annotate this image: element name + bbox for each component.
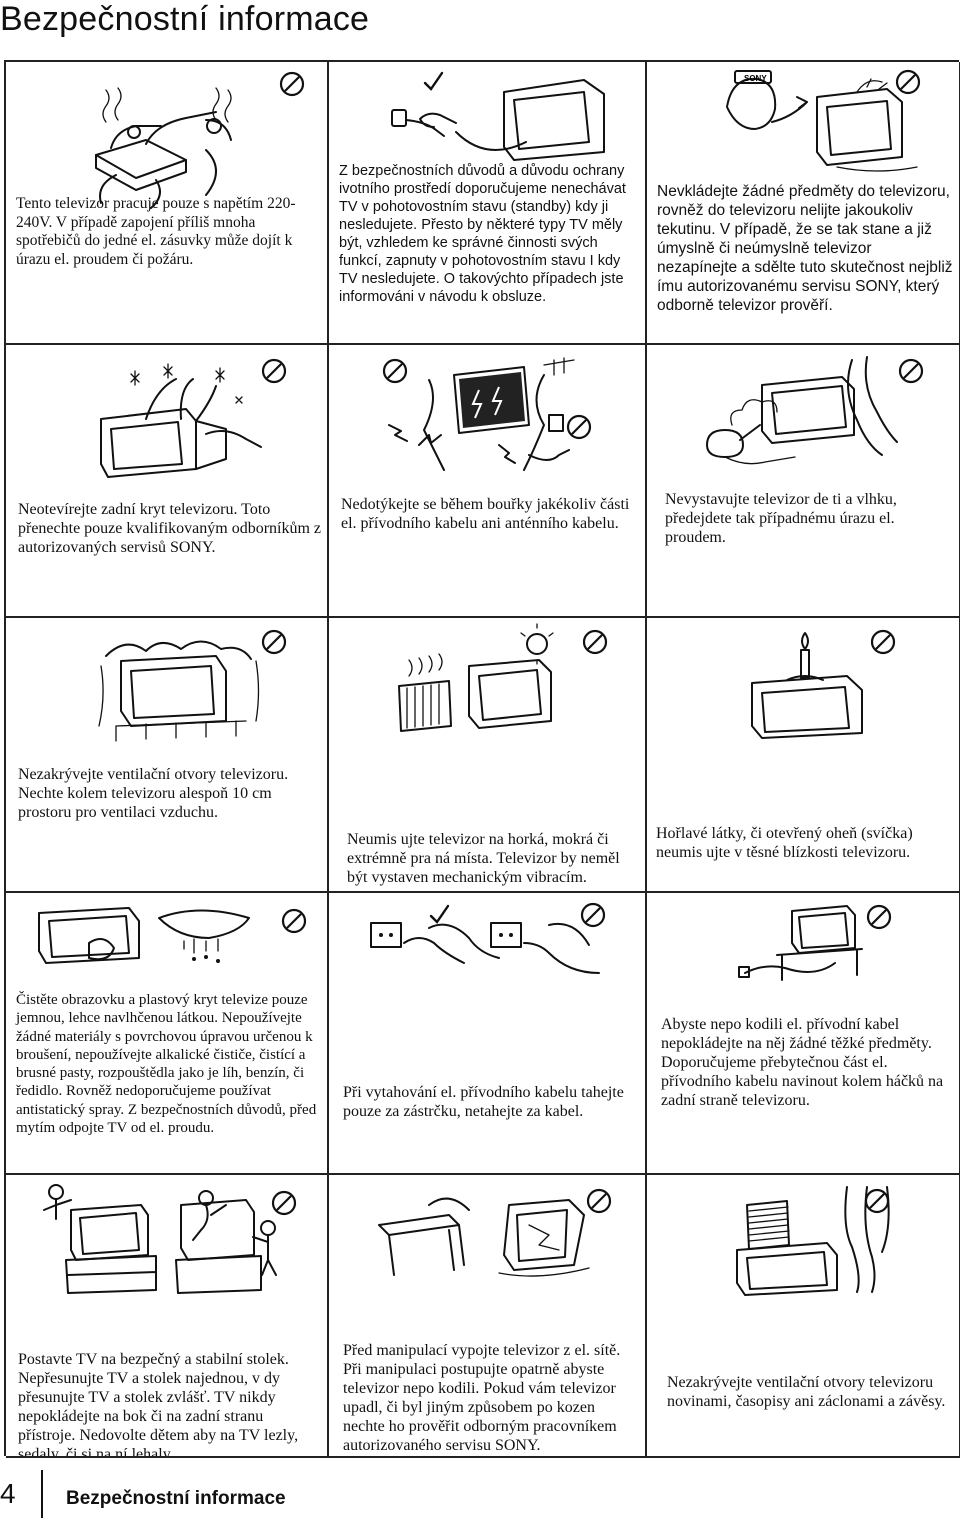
safety-grid: Tento televizor pracuje pouze s napětím … <box>4 60 960 1458</box>
cell-back-cover: Neotevírejte zadní kryt televizoru. Toto… <box>6 345 329 618</box>
cell-power-overload: Tento televizor pracuje pouze s napětím … <box>6 62 329 345</box>
page-number: 4 <box>0 1478 16 1509</box>
warning-power-overload-text: Tento televizor pracuje pouze s napětím … <box>16 195 296 268</box>
warning-unplug-text: Při vytahování el. přívodního kabelu tah… <box>343 1084 624 1120</box>
cell-handling: Před manipulací vypojte televizor z el. … <box>329 1175 647 1458</box>
page-title: Bezpečnostní informace <box>0 0 370 38</box>
warning-handling-text: Před manipulací vypojte televizor z el. … <box>343 1342 621 1454</box>
check-icon <box>429 904 450 924</box>
prohibited-icon <box>580 902 606 928</box>
warning-liquids-text: Nevkládejte žádné předměty do televizoru… <box>657 183 953 314</box>
tv-plug-illustration <box>391 79 605 161</box>
cell-liquids: SONY Nevkládejte žádné předměty do telev… <box>647 62 960 345</box>
heater-sun-illustration <box>398 623 554 732</box>
footer-divider <box>41 1470 43 1518</box>
cell-ventilation: Nezakrývejte ventilační otvory televizor… <box>6 618 329 893</box>
prohibited-icon <box>261 358 287 384</box>
prohibited-icon <box>870 629 896 655</box>
warning-back-cover-text: Neotevírejte zadní kryt televizoru. Toto… <box>18 501 322 556</box>
prohibited-icon <box>582 629 608 655</box>
falling-tv-illustration <box>378 1197 590 1277</box>
warning-storm-text: Nedotýkejte se během bouřky jakékoliv čá… <box>341 496 630 532</box>
footer-section-title: Bezpečnostní informace <box>66 1488 286 1509</box>
liquid-spill-illustration: SONY <box>726 70 918 172</box>
prohibited-icon <box>566 414 592 440</box>
prohibited-icon <box>898 358 924 384</box>
warning-standby-text: Z bezpečnostních důvodů a důvodu ochrany… <box>339 163 626 305</box>
warning-curtains-text: Nezakrývejte ventilační otvory televizor… <box>667 1374 946 1410</box>
warning-flames-text: Hořlavé látky, či otevřený oheň (svíčka)… <box>656 825 913 861</box>
covered-vents-illustration <box>98 640 260 742</box>
warning-cleaning-text: Čistěte obrazovku a plastový kryt televi… <box>16 992 317 1137</box>
cell-unplug: Při vytahování el. přívodního kabelu tah… <box>329 893 647 1175</box>
cell-curtains: Nezakrývejte ventilační otvory televizor… <box>647 1175 960 1458</box>
sony-logo-text: SONY <box>744 74 767 83</box>
warning-hot-wet-text: Neumis ujte televizor na horká, mokrá či… <box>347 831 620 886</box>
cleaning-illustration <box>38 907 250 964</box>
cell-cleaning: Čistěte obrazovku a plastový kryt televi… <box>6 893 329 1175</box>
children-climbing-tv-illustration <box>43 1184 277 1294</box>
cell-storm: Nedotýkejte se během bouřky jakékoliv čá… <box>329 345 647 618</box>
open-back-cover-illustration <box>100 363 262 478</box>
warning-ventilation-text: Nezakrývejte ventilační otvory televizor… <box>18 766 289 821</box>
cell-hot-wet: Neumis ujte televizor na horká, mokrá či… <box>329 618 647 893</box>
warning-cable-text: Abyste nepo kodili el. přívodní kabel ne… <box>661 1016 944 1109</box>
cell-flames: Hořlavé látky, či otevřený oheň (svíčka)… <box>647 618 960 893</box>
prohibited-icon <box>586 1188 612 1214</box>
prohibited-icon <box>864 1188 890 1214</box>
warning-stand-text: Postavte TV na bezpečný a stabilní stole… <box>18 1351 299 1458</box>
prohibited-icon <box>382 358 408 384</box>
prohibited-icon <box>895 69 921 95</box>
cell-standby: Z bezpečnostních důvodů a důvodu ochrany… <box>329 62 647 345</box>
overloaded-socket-illustration <box>95 87 232 209</box>
warning-humidity-text: Nevystavujte televizor de ti a vlhku, př… <box>665 491 897 546</box>
cell-stand: Postavte TV na bezpečný a stabilní stole… <box>6 1175 329 1458</box>
newspapers-curtains-illustration <box>736 1186 890 1296</box>
prohibited-icon <box>866 904 892 930</box>
kettle-steam-illustration <box>706 356 898 465</box>
storm-antenna-illustration <box>388 357 575 471</box>
prohibited-icon <box>279 71 305 97</box>
prohibited-icon <box>261 629 287 655</box>
cable-under-stand-illustration <box>738 905 863 981</box>
cell-cable: Abyste nepo kodili el. přívodní kabel ne… <box>647 893 960 1175</box>
unplug-illustration <box>370 922 600 974</box>
check-icon <box>423 71 444 91</box>
prohibited-icon <box>271 1190 297 1216</box>
candle-on-tv-illustration <box>751 632 863 739</box>
cell-humidity: Nevystavujte televizor de ti a vlhku, př… <box>647 345 960 618</box>
prohibited-icon <box>281 908 307 934</box>
